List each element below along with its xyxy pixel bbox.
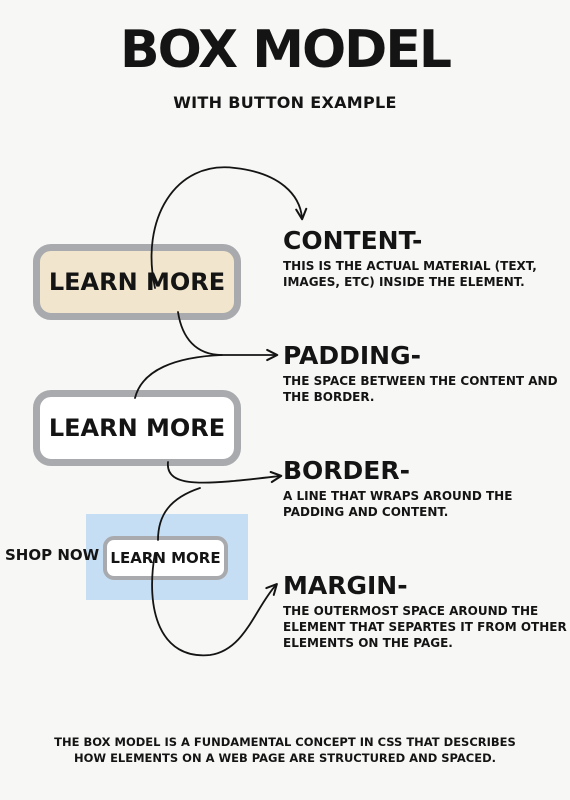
button-label: LEARN MORE <box>48 268 226 296</box>
padding-label: PADDING- THE SPACE BETWEEN THE CONTENT A… <box>283 343 568 405</box>
page-title: BOX MODEL <box>120 20 452 80</box>
padding-heading: PADDING- <box>283 341 422 370</box>
learn-more-button-margin-example: LEARN MORE <box>103 536 228 580</box>
border-arrow <box>167 461 283 484</box>
content-description: THIS IS THE ACTUAL MATERIAL (TEXT, IMAGE… <box>283 259 537 290</box>
content-label: CONTENT- THIS IS THE ACTUAL MATERIAL (TE… <box>283 228 568 290</box>
border-link-line <box>157 487 201 541</box>
border-label: BORDER- A LINE THAT WRAPS AROUND THE PAD… <box>283 458 568 520</box>
border-description: A LINE THAT WRAPS AROUND THE PADDING AND… <box>283 489 513 520</box>
content-heading: CONTENT- <box>283 226 423 255</box>
margin-label: MARGIN- THE OUTERMOST SPACE AROUND THE E… <box>283 573 568 652</box>
learn-more-button-content-example: LEARN MORE <box>33 244 241 320</box>
padding-arrow <box>177 311 279 362</box>
border-heading: BORDER- <box>283 456 411 485</box>
padding-description: THE SPACE BETWEEN THE CONTENT AND THE BO… <box>283 374 558 405</box>
page-subtitle: WITH BUTTON EXAMPLE <box>173 93 397 112</box>
shop-now-label: SHOP NOW <box>5 546 100 564</box>
learn-more-button-padding-example: LEARN MORE <box>33 390 241 466</box>
content-arrow <box>150 166 308 289</box>
margin-arrow <box>151 552 278 657</box>
margin-description: THE OUTERMOST SPACE AROUND THE ELEMENT T… <box>283 604 567 651</box>
button-label: LEARN MORE <box>48 414 226 442</box>
padding-link-line <box>134 354 223 399</box>
footer-line-2: HOW ELEMENTS ON A WEB PAGE ARE STRUCTURE… <box>73 751 497 766</box>
margin-heading: MARGIN- <box>283 571 408 600</box>
footer-line-1: THE BOX MODEL IS A FUNDAMENTAL CONCEPT I… <box>54 735 516 749</box>
button-label: LEARN MORE <box>110 549 221 567</box>
footer-note: THE BOX MODEL IS A FUNDAMENTAL CONCEPT I… <box>0 734 570 766</box>
